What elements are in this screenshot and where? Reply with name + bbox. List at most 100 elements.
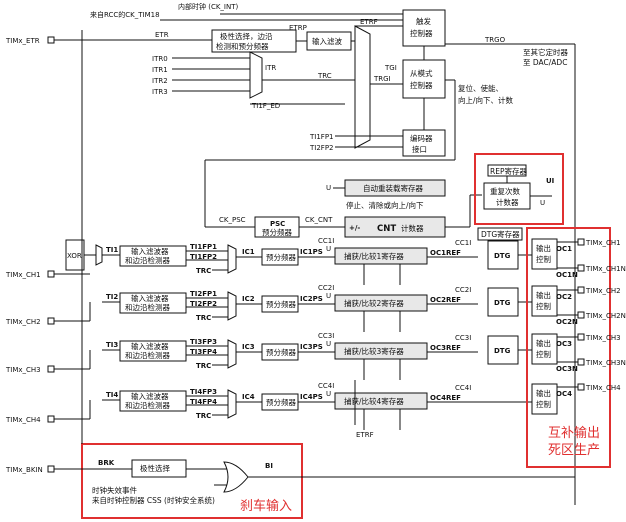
ic-select-mux <box>227 389 237 419</box>
out-ctrl-line1: 输出 <box>536 290 551 300</box>
brake-input-label: 刹车输入 <box>240 498 292 514</box>
clock-failure-line2: 来自时钟控制器 CSS (时钟安全系统) <box>92 495 215 505</box>
slave-line2: 控制器 <box>410 80 433 90</box>
output-control-block <box>531 383 558 415</box>
cc-label: CC2I <box>318 284 334 292</box>
ic-select-mux <box>227 339 237 369</box>
ch-pin-marker <box>47 365 55 373</box>
dtg-block <box>487 287 519 317</box>
out-ctrl-line1: 输出 <box>536 243 551 253</box>
itr2-label: ITR2 <box>152 77 168 85</box>
ch-pin-label: TIMx_CH3 <box>5 366 41 374</box>
ti-label: TI4 <box>106 391 118 399</box>
cap-u-label: U <box>326 390 331 398</box>
out-ctrl-line2: 控制 <box>536 254 551 264</box>
capture-compare-register <box>334 342 428 360</box>
cc-label: CC4I <box>318 382 334 390</box>
input-filter-edge-detector <box>119 245 187 267</box>
ocref-label: OC4REF <box>430 394 461 402</box>
capture-compare-label: 捕获/比较4寄存器 <box>344 396 404 406</box>
ui-label: UI <box>546 177 554 185</box>
dtg-block <box>487 240 519 270</box>
capture-compare-label: 捕获/比较1寄存器 <box>344 251 404 261</box>
trgi-mux <box>354 25 371 149</box>
cnt-counter-label: 计数器 <box>401 223 424 233</box>
dtg-label: DTG <box>494 252 511 260</box>
arr-label: 自动重装载寄存器 <box>363 183 423 193</box>
dtg-label: DTG <box>494 347 511 355</box>
dtg-register-label: DTG寄存器 <box>481 229 520 239</box>
input-filter-edge-detector <box>119 292 187 314</box>
stop-clear-label: 停止、清除或向上/向下 <box>346 200 424 210</box>
output-oc-label: OC3 <box>556 340 572 348</box>
output-control-block <box>531 238 558 270</box>
etr-label: ETR <box>155 31 169 39</box>
itr0-label: ITR0 <box>152 55 168 63</box>
psc-label: PSC <box>270 220 285 228</box>
ocref-label: OC2REF <box>430 296 461 304</box>
repetition-counter-block <box>483 182 531 210</box>
bkin-pin-label: TIMx_BKIN <box>5 466 43 474</box>
ti-label: TI1 <box>106 246 118 254</box>
ti2fp2-top-label: TI2FP2 <box>309 144 334 152</box>
fpB-label: TI4FP4 <box>190 398 217 406</box>
ic-label: IC4 <box>242 393 255 401</box>
capture-compare-label: 捕获/比较2寄存器 <box>344 298 404 308</box>
out-ctrl-line1: 输出 <box>536 388 551 398</box>
cap-u-label: U <box>326 292 331 300</box>
icps-label: IC3PS <box>300 343 323 351</box>
fpA-label: TI2FP1 <box>190 290 217 298</box>
ocref-label: OC1REF <box>430 249 461 257</box>
cc-label: CC3I <box>318 332 334 340</box>
rep-highlight-box <box>474 153 564 225</box>
itr-label: ITR <box>265 64 276 72</box>
fpA-label: TI1FP1 <box>190 243 217 251</box>
in-filter-line2: 和边沿检测器 <box>125 350 170 360</box>
complementary-label-line1: 互补输出 <box>548 425 600 441</box>
output-pin-label: TIMx_CH1N <box>585 265 626 273</box>
trgo-dest-line1: 至其它定时器 <box>523 47 568 57</box>
polarity-line1: 极性选择，边沿 <box>220 31 273 41</box>
etrp-label: ETRP <box>289 24 307 32</box>
prescaler-label: 预分频器 <box>266 252 296 262</box>
output-pin-marker <box>577 333 585 341</box>
in-filter-line1: 输入滤波器 <box>131 246 169 256</box>
rep-counter-line1: 重复次数 <box>490 186 520 196</box>
etrf-label: ETRF <box>360 18 378 26</box>
clock-failure-line1: 时钟失效事件 <box>92 485 137 495</box>
ic-label: IC3 <box>242 343 255 351</box>
output-pin-label: TIMx_CH2N <box>585 312 626 320</box>
xor-label: XOR <box>67 252 82 260</box>
arr-u-label: U <box>326 184 331 192</box>
etr-pin-label: TIMx_ETR <box>5 37 40 45</box>
ic-label: IC2 <box>242 295 255 303</box>
dtg-register-block <box>477 227 523 241</box>
polarity-line2: 检测和预分频器 <box>216 41 269 51</box>
complementary-output-highlight <box>526 227 611 468</box>
trc-label: TRC <box>196 267 211 275</box>
encoder-interface-block <box>402 129 446 157</box>
internal-clock-label: 内部时钟 (CK_INT) <box>178 2 239 11</box>
ti1f-ed-label: TI1F_ED <box>251 102 280 110</box>
input-filter-edge-detector <box>119 390 187 412</box>
in-filter-line2: 和边沿检测器 <box>125 302 170 312</box>
fpB-label: TI3FP4 <box>190 348 217 356</box>
bkin-pin-marker <box>47 465 55 473</box>
output-control-block <box>531 333 558 365</box>
prescaler-label: 预分频器 <box>266 347 296 357</box>
ck-psc-label: CK_PSC <box>219 216 246 224</box>
out-ctrl-line2: 控制 <box>536 301 551 311</box>
output-control-block <box>531 285 558 317</box>
ic-select-mux <box>227 291 237 321</box>
fpB-label: TI2FP2 <box>190 300 217 308</box>
etr-pin-marker <box>47 36 55 44</box>
output-oc-label: OC3N <box>556 365 578 373</box>
fpB-label: TI1FP2 <box>190 253 217 261</box>
